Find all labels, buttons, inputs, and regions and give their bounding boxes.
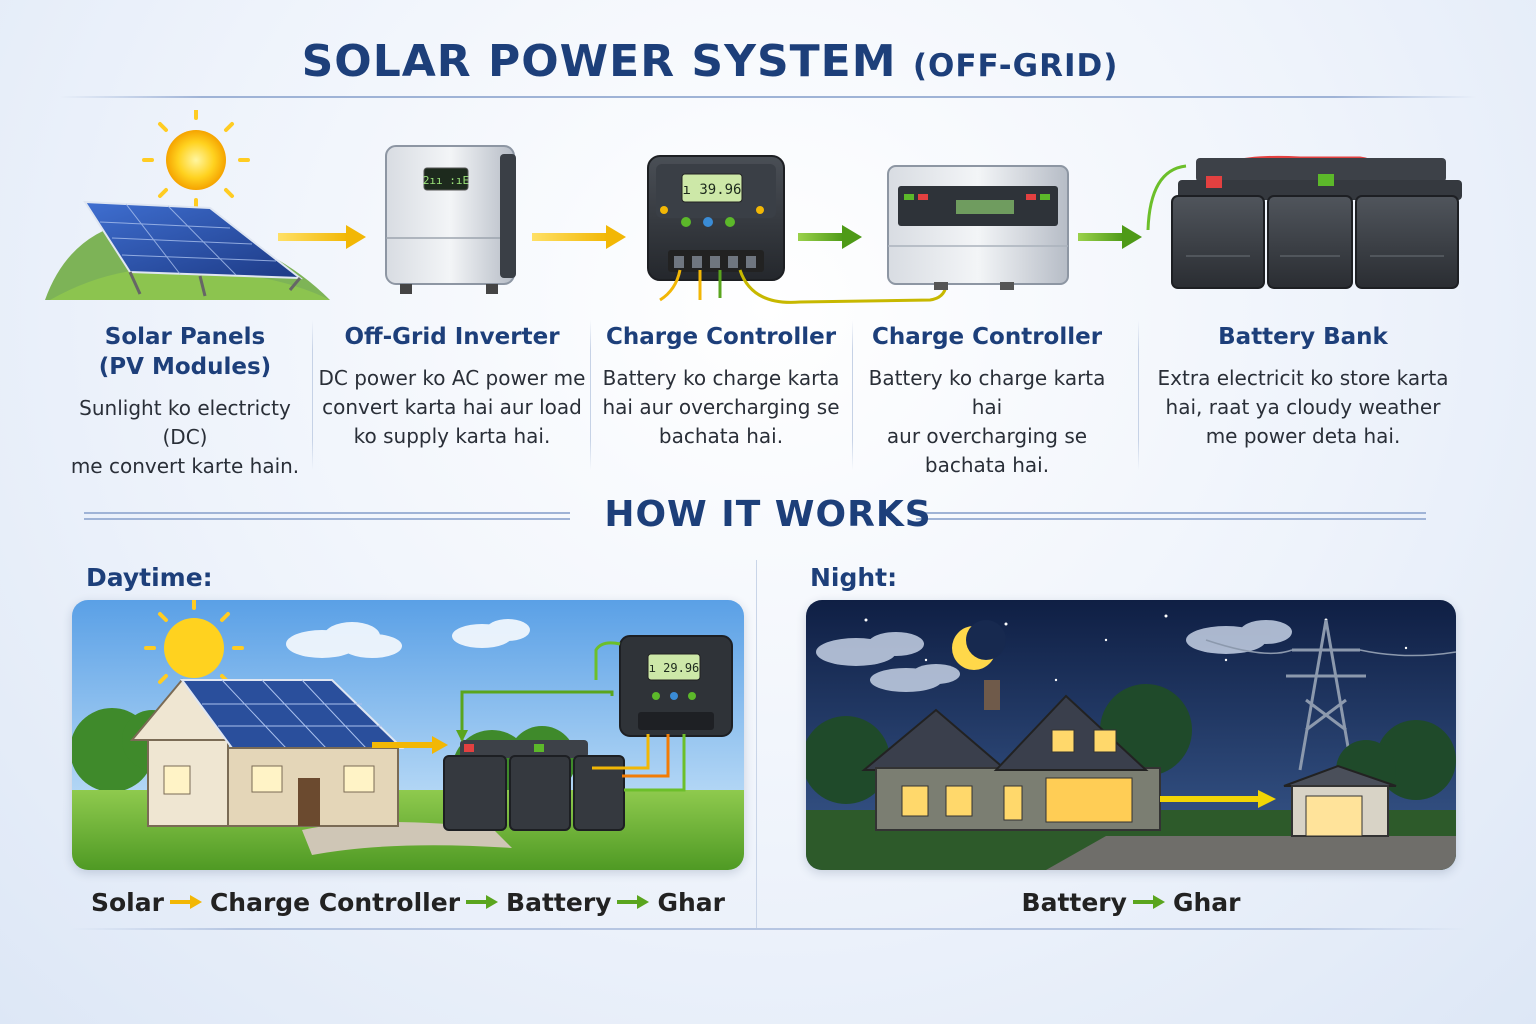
bottom-divider [70,928,1466,930]
controller-display: ı 39.96 [682,182,741,198]
component-inverter-title: Off-Grid Inverter [344,324,560,350]
inverter-illustration: 2ıı :ıE [385,145,516,294]
component-charge-controller-2-desc: Battery ko charge karta hai aur overchar… [868,366,1106,477]
flow-step-solar: Solar [90,887,164,917]
arrow-right-icon [532,225,626,249]
charge-controller-illustration: ı 39.96 [647,155,948,304]
column-divider [312,320,313,470]
arrow-right-icon [372,736,448,754]
solar-panel-array [83,200,304,297]
page-title: SOLAR POWER SYSTEM (OFF-GRID) [0,36,1420,87]
arrow-right-icon [798,225,862,249]
garage-illustration [1283,764,1397,837]
arrow-right-icon [466,895,499,909]
arrow-right-icon [617,895,650,909]
component-inverter-desc: DC power ko AC power me convert karta ha… [318,366,586,448]
section-divider [756,560,757,930]
daytime-flow: Solar Charge Controller Battery Ghar [72,884,744,920]
night-flow: Battery Ghar [806,884,1456,920]
arrow-right-icon [1132,895,1165,909]
flow-step-battery: Battery [506,887,612,917]
column-divider [590,320,591,470]
flow-step-battery: Battery [1021,887,1127,917]
how-divider-left [84,512,570,520]
component-charge-controller-desc: Battery ko charge karta hai aur overchar… [602,366,840,448]
daytime-label: Daytime: [86,563,213,592]
page-title-suffix: (OFF-GRID) [912,48,1119,84]
inverter-display: 2ıı :ıE [423,174,469,187]
component-charge-controller-title: Charge Controller [605,324,837,350]
section-title-how-it-works: HOW IT WORKS [604,494,932,535]
battery-bank-illustration [1146,155,1462,289]
flow-step-charge-controller: Charge Controller [209,887,461,917]
component-battery-bank-title: Battery Bank [1218,324,1388,350]
component-solar-panels-desc: Sunlight ko electricty (DC) me convert k… [70,396,300,478]
house-illustration [861,680,1161,831]
arrow-right-icon [1078,225,1142,249]
day-controller-display: ı 29.96 [649,661,700,675]
column-divider [852,320,853,470]
components-illustration: 2ıı :ıE ı 39.96 [45,110,1462,304]
house-illustration [129,678,405,827]
charge-controller-illustration: ı 29.96 [619,635,733,737]
title-divider [60,96,1476,98]
night-scene [806,600,1456,870]
component-solar-panels-title: Solar Panels (PV Modules) [98,324,272,380]
component-charge-controller-2-title: Charge Controller [871,324,1103,350]
flow-step-ghar: Ghar [657,887,725,917]
how-divider-right [916,512,1426,520]
page-title-main: SOLAR POWER SYSTEM [301,36,897,87]
moon-icon [952,620,1006,670]
distribution-box-illustration [887,165,1069,290]
flow-step-ghar: Ghar [1172,887,1241,917]
sun-icon [142,110,250,210]
arrow-right-icon [1160,790,1276,808]
power-tower-illustration [1205,619,1456,771]
night-label: Night: [810,563,898,592]
daytime-scene: ı 29.96 [72,600,744,870]
battery-illustration [443,740,625,831]
arrow-right-icon [278,225,366,249]
column-divider [1138,320,1139,470]
arrow-right-icon [169,895,202,909]
component-battery-bank-desc: Extra electricit ko store karta hai, raa… [1157,366,1449,448]
